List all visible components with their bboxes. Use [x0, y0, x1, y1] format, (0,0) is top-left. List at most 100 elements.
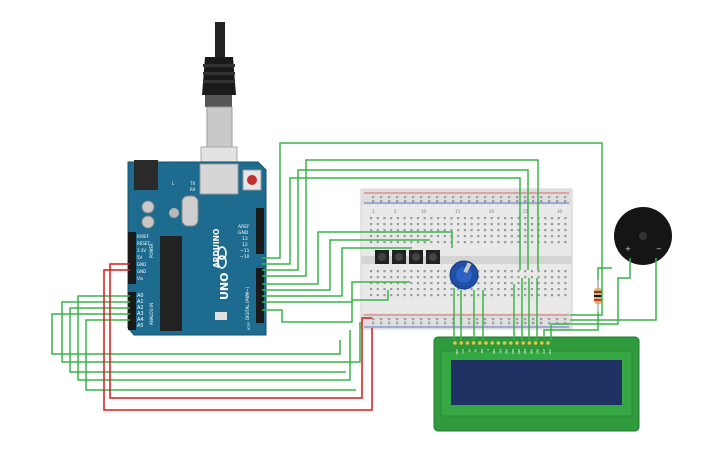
- breadboard-hole[interactable]: [423, 235, 426, 238]
- breadboard-hole[interactable]: [557, 223, 560, 226]
- breadboard-hole[interactable]: [457, 235, 460, 238]
- breadboard-hole[interactable]: [564, 217, 567, 220]
- breadboard-hole[interactable]: [490, 282, 493, 285]
- rail-hole[interactable]: [556, 322, 559, 325]
- breadboard-hole[interactable]: [430, 288, 433, 291]
- breadboard-hole[interactable]: [450, 282, 453, 285]
- rail-hole[interactable]: [540, 200, 543, 203]
- breadboard-hole[interactable]: [396, 294, 399, 297]
- breadboard-hole[interactable]: [390, 270, 393, 273]
- breadboard-hole[interactable]: [564, 276, 567, 279]
- rail-hole[interactable]: [412, 322, 415, 325]
- breadboard-hole[interactable]: [463, 229, 466, 232]
- breadboard-hole[interactable]: [470, 229, 473, 232]
- push-button-4[interactable]: [426, 250, 440, 264]
- breadboard-hole[interactable]: [557, 282, 560, 285]
- breadboard-hole[interactable]: [423, 282, 426, 285]
- rail-hole[interactable]: [516, 196, 519, 199]
- breadboard-hole[interactable]: [416, 229, 420, 232]
- breadboard-hole[interactable]: [396, 223, 399, 226]
- breadboard-hole[interactable]: [457, 223, 460, 226]
- breadboard-hole[interactable]: [524, 217, 527, 220]
- rail-hole[interactable]: [444, 322, 447, 325]
- breadboard-hole[interactable]: [410, 217, 413, 220]
- rail-hole[interactable]: [532, 322, 535, 325]
- rail-hole[interactable]: [428, 200, 431, 203]
- breadboard-hole[interactable]: [517, 294, 520, 297]
- breadboard-hole[interactable]: [423, 270, 426, 273]
- breadboard-hole[interactable]: [483, 276, 487, 279]
- breadboard-hole[interactable]: [457, 241, 460, 244]
- rail-hole[interactable]: [508, 322, 511, 325]
- breadboard-hole[interactable]: [530, 276, 533, 279]
- breadboard-hole[interactable]: [550, 241, 554, 244]
- breadboard-hole[interactable]: [403, 217, 406, 220]
- breadboard-hole[interactable]: [483, 270, 487, 273]
- breadboard-hole[interactable]: [537, 288, 540, 291]
- breadboard-hole[interactable]: [383, 235, 386, 238]
- breadboard-hole[interactable]: [564, 288, 567, 291]
- breadboard-hole[interactable]: [370, 288, 373, 291]
- breadboard-hole[interactable]: [550, 217, 554, 220]
- breadboard-hole[interactable]: [550, 223, 554, 226]
- breadboard-hole[interactable]: [390, 241, 393, 244]
- breadboard-hole[interactable]: [383, 270, 386, 273]
- breadboard-hole[interactable]: [490, 288, 493, 291]
- breadboard-hole[interactable]: [370, 217, 373, 220]
- rail-hole[interactable]: [484, 318, 487, 321]
- breadboard-hole[interactable]: [483, 288, 487, 291]
- breadboard-hole[interactable]: [490, 235, 493, 238]
- breadboard-hole[interactable]: [504, 288, 507, 291]
- breadboard-hole[interactable]: [457, 294, 460, 297]
- breadboard-hole[interactable]: [470, 294, 473, 297]
- breadboard-hole[interactable]: [410, 276, 413, 279]
- breadboard-hole[interactable]: [564, 229, 567, 232]
- rail-hole[interactable]: [500, 200, 503, 203]
- breadboard-hole[interactable]: [530, 241, 533, 244]
- breadboard-hole[interactable]: [437, 282, 440, 285]
- breadboard-hole[interactable]: [557, 288, 560, 291]
- breadboard-hole[interactable]: [437, 241, 440, 244]
- breadboard-hole[interactable]: [557, 217, 560, 220]
- rail-hole[interactable]: [564, 318, 567, 321]
- rail-hole[interactable]: [404, 200, 407, 203]
- rail-hole[interactable]: [524, 318, 527, 321]
- breadboard-hole[interactable]: [490, 241, 493, 244]
- breadboard-hole[interactable]: [410, 270, 413, 273]
- breadboard-hole[interactable]: [544, 282, 547, 285]
- breadboard-hole[interactable]: [530, 229, 533, 232]
- breadboard-hole[interactable]: [550, 235, 554, 238]
- breadboard-hole[interactable]: [530, 235, 533, 238]
- rail-hole[interactable]: [396, 196, 399, 199]
- breadboard-hole[interactable]: [443, 223, 446, 226]
- breadboard-hole[interactable]: [510, 235, 513, 238]
- breadboard-hole[interactable]: [497, 288, 500, 291]
- rail-hole[interactable]: [564, 200, 567, 203]
- breadboard-hole[interactable]: [544, 235, 547, 238]
- breadboard-hole[interactable]: [443, 294, 446, 297]
- breadboard-hole[interactable]: [450, 288, 453, 291]
- rail-hole[interactable]: [532, 196, 535, 199]
- rail-hole[interactable]: [548, 200, 551, 203]
- breadboard-hole[interactable]: [410, 235, 413, 238]
- rail-hole[interactable]: [452, 196, 455, 199]
- breadboard-hole[interactable]: [403, 270, 406, 273]
- breadboard-hole[interactable]: [403, 288, 406, 291]
- breadboard-hole[interactable]: [504, 217, 507, 220]
- lcd-pin[interactable]: [540, 341, 544, 345]
- lcd-pin[interactable]: [496, 341, 501, 345]
- breadboard-hole[interactable]: [437, 276, 440, 279]
- breadboard-hole[interactable]: [497, 229, 500, 232]
- breadboard-hole[interactable]: [524, 223, 527, 226]
- breadboard-hole[interactable]: [416, 270, 420, 273]
- rail-hole[interactable]: [380, 196, 383, 199]
- breadboard-hole[interactable]: [430, 270, 433, 273]
- lcd-pin[interactable]: [527, 341, 532, 345]
- breadboard-hole[interactable]: [376, 270, 379, 273]
- breadboard-hole[interactable]: [390, 294, 393, 297]
- breadboard-hole[interactable]: [430, 276, 433, 279]
- rail-hole[interactable]: [372, 200, 375, 203]
- rail-hole[interactable]: [476, 322, 479, 325]
- breadboard-hole[interactable]: [530, 223, 533, 226]
- rail-hole[interactable]: [500, 318, 503, 321]
